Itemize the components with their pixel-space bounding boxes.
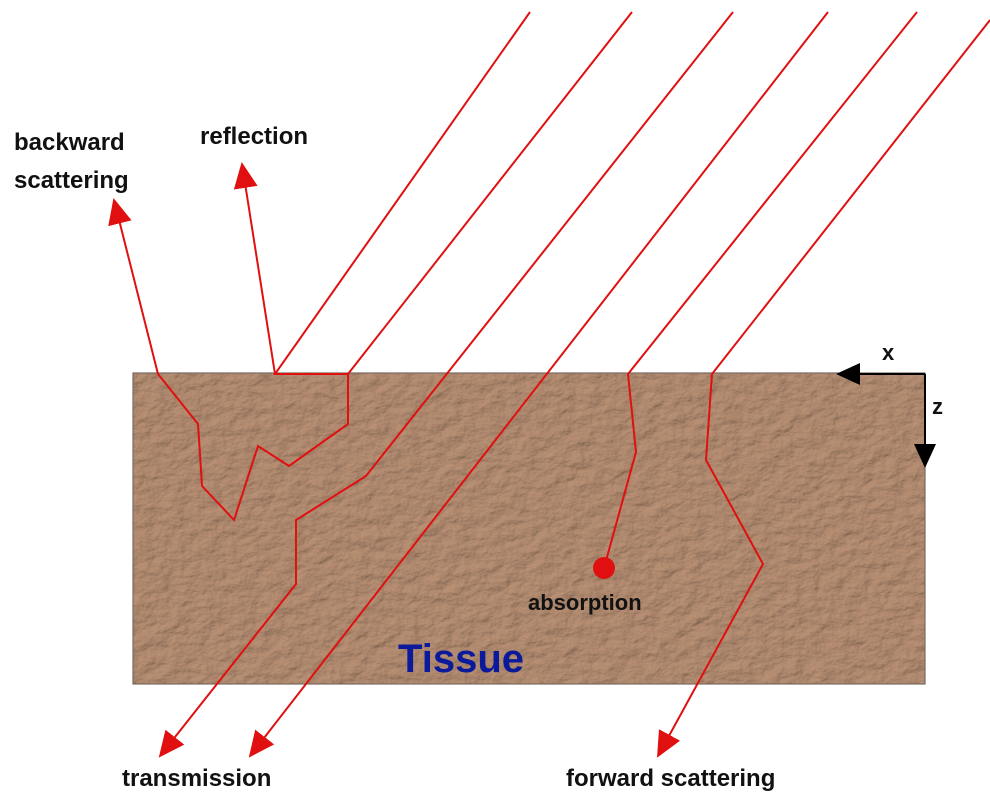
tissue-label: Tissue: [398, 637, 524, 681]
axis-z-label: z: [932, 394, 943, 419]
ray-reflection-outgoing: [242, 164, 275, 374]
reflection-ray: [242, 164, 275, 374]
tissue-block: [133, 373, 925, 684]
backward-scattering-label-line1: backward: [14, 129, 125, 156]
transmission-label: transmission: [122, 765, 271, 792]
reflection-label: reflection: [200, 123, 308, 150]
absorption-label: absorption: [528, 590, 642, 615]
forward-scattering-label: forward scattering: [566, 765, 775, 792]
absorption-dot: [593, 557, 615, 579]
axis-x-label: x: [882, 340, 895, 365]
backward-scattering-label-line2: scattering: [14, 167, 129, 194]
